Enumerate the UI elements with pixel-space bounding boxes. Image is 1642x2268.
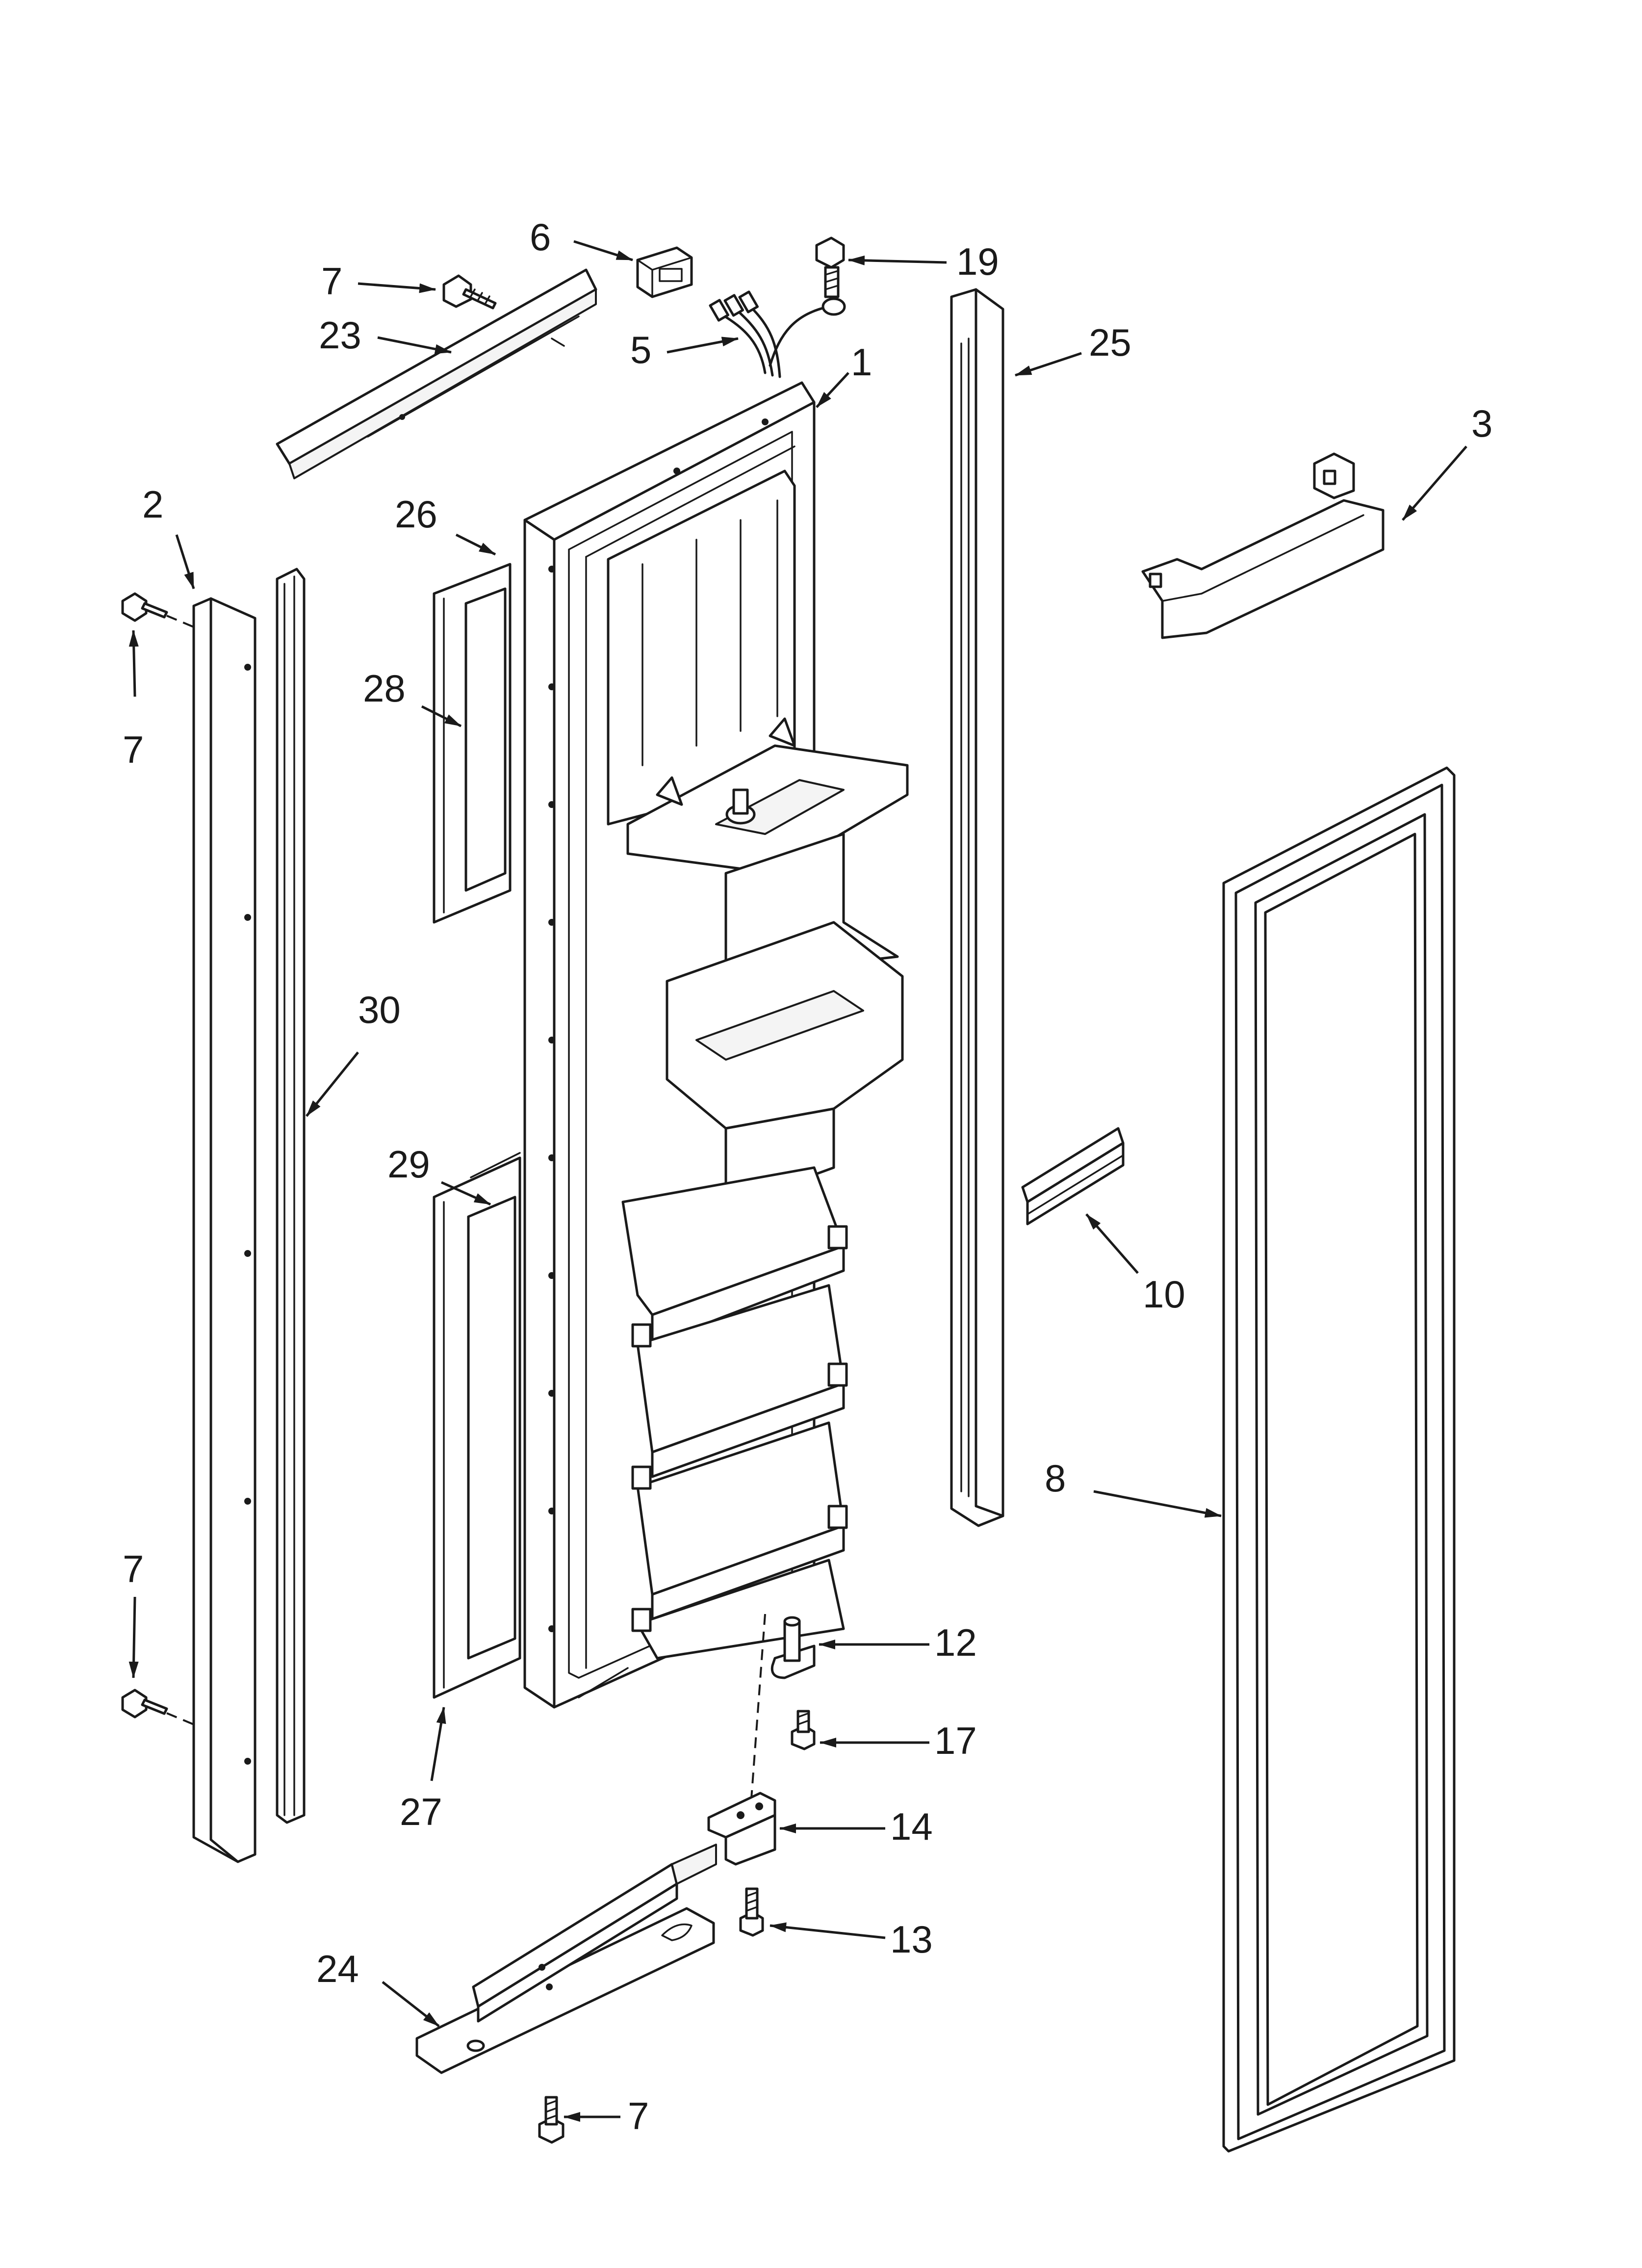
callout-30: 30 <box>358 988 401 1031</box>
hinge-bracket-part-14 <box>707 1792 776 1866</box>
screw-icon <box>791 1710 816 1750</box>
hinge-pin-part-12 <box>770 1616 816 1679</box>
screw-icon <box>121 592 194 628</box>
bottom-bracket-part-24 <box>415 1844 717 2074</box>
left-trim-channel-part-2 <box>192 597 257 1863</box>
callout-29: 29 <box>387 1143 430 1186</box>
channel-part-10 <box>1021 1127 1125 1225</box>
door-gasket-part-8 <box>1222 766 1456 2153</box>
callout-19: 19 <box>956 240 999 283</box>
callout-6: 6 <box>530 215 551 259</box>
upper-panel-frame-part-26-28 <box>433 563 512 924</box>
callout-7: 7 <box>321 260 342 303</box>
right-trim-part-25 <box>950 288 1004 1527</box>
callout-1: 1 <box>851 340 872 384</box>
callout-17: 17 <box>934 1719 977 1762</box>
handle-bracket-part-3 <box>1141 452 1385 639</box>
callout-2: 2 <box>142 483 163 526</box>
callout-8: 8 <box>1045 1457 1066 1500</box>
part-top-trim-23 <box>276 268 597 479</box>
leader-lines <box>128 240 1467 2122</box>
screw-icon <box>121 1689 194 1725</box>
callout-12: 12 <box>934 1621 977 1664</box>
callout-7: 7 <box>123 728 144 771</box>
door-liner-part-1 <box>523 381 909 1709</box>
screw-icon <box>815 236 845 298</box>
callout-24: 24 <box>316 1947 359 1990</box>
callout-7: 7 <box>628 2094 649 2138</box>
callout-27: 27 <box>400 1790 442 1833</box>
callout-14: 14 <box>890 1805 933 1848</box>
callout-7: 7 <box>123 1547 144 1590</box>
callout-10: 10 <box>1143 1273 1185 1316</box>
callout-3: 3 <box>1471 402 1492 445</box>
gasket-strip-part-30 <box>276 568 306 1824</box>
screw-icon <box>442 274 497 310</box>
screw-icon <box>739 1887 764 1937</box>
callout-13: 13 <box>890 1918 933 1961</box>
callout-25: 25 <box>1089 321 1131 364</box>
callout-26: 26 <box>395 493 437 536</box>
door-shelves <box>621 1166 848 1660</box>
callout-labels: 6 19 7 23 5 1 25 3 2 26 7 28 30 29 10 8 … <box>123 215 1492 2138</box>
screw-icon <box>538 2096 564 2144</box>
connector-part-6 <box>636 246 693 298</box>
alignment-line <box>747 1614 766 1845</box>
callout-28: 28 <box>363 667 406 710</box>
callout-23: 23 <box>319 313 361 357</box>
wire-harness-part-5 <box>709 290 846 378</box>
lower-panel-frame-part-29-27 <box>433 1152 521 1699</box>
callout-5: 5 <box>630 328 651 371</box>
flange-holes <box>548 418 769 1632</box>
